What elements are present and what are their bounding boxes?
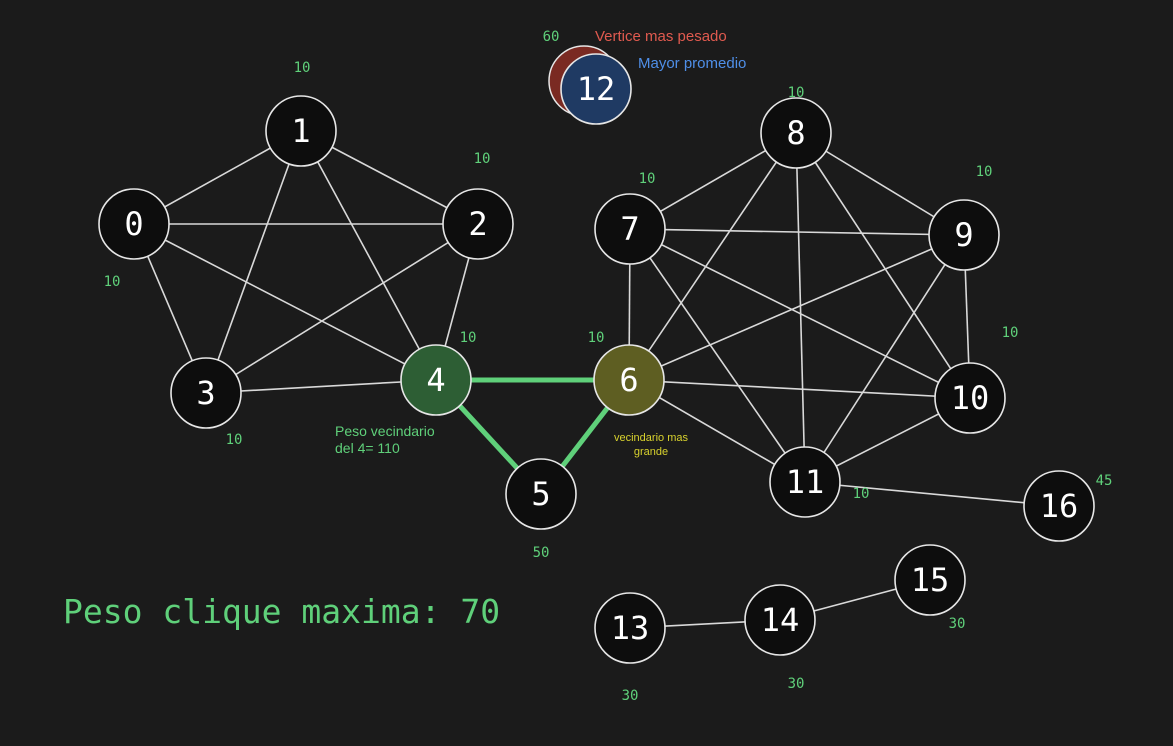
node-weight-3: 10	[226, 432, 243, 448]
node-label-16: 16	[1040, 487, 1079, 525]
heaviest-vertex-annotation: Vertice mas pesado	[595, 28, 727, 45]
edge-6-9	[628, 234, 965, 381]
node-circle-0	[98, 188, 170, 260]
node-circle-15	[894, 544, 966, 616]
node-circle-7	[594, 193, 666, 265]
node-weight-2: 10	[474, 151, 491, 167]
node-weight-4: 10	[460, 330, 477, 346]
node-circle-13	[594, 592, 666, 664]
node-label-7: 7	[620, 210, 639, 248]
edge-8-10	[795, 132, 971, 399]
node-circle-11	[769, 446, 841, 518]
node-label-2: 2	[468, 205, 487, 243]
node-label-11: 11	[786, 463, 825, 501]
node-label-15: 15	[911, 561, 950, 599]
node-6[interactable]: 6	[593, 344, 665, 416]
node-4[interactable]: 4	[400, 344, 472, 416]
node-8[interactable]: 8	[760, 97, 832, 169]
node-1[interactable]: 1	[265, 95, 337, 167]
node-13[interactable]: 13	[594, 592, 666, 664]
edge-7-9	[629, 228, 965, 236]
edge-6-8	[628, 132, 797, 381]
node-weight-5: 50	[533, 545, 550, 561]
node-circle-2	[442, 188, 514, 260]
node-5[interactable]: 5	[505, 458, 577, 530]
node-weight-16: 45	[1096, 473, 1113, 489]
node-weight-8: 10	[788, 85, 805, 101]
node-9[interactable]: 9	[928, 199, 1000, 271]
node-weight-0: 10	[104, 274, 121, 290]
node-15[interactable]: 15	[894, 544, 966, 616]
node-weight-9: 10	[976, 164, 993, 180]
edge-9-11	[804, 234, 965, 483]
node-label-12: 12	[577, 70, 616, 108]
node-weight-11: 10	[853, 486, 870, 502]
node-circle-8	[760, 97, 832, 169]
node-12[interactable]: 12	[560, 53, 632, 125]
node-circle-3	[170, 357, 242, 429]
edge-0-4	[133, 223, 437, 381]
node-circle-9	[928, 199, 1000, 271]
edge-1-3	[205, 130, 302, 394]
node-circle-12	[560, 53, 632, 125]
node-label-5: 5	[531, 475, 550, 513]
node-2[interactable]: 2	[442, 188, 514, 260]
edge-2-3	[205, 223, 479, 394]
node-label-9: 9	[954, 216, 973, 254]
node-weight-13: 30	[622, 688, 639, 704]
edge-7-11	[629, 228, 806, 483]
node-circle-6	[593, 344, 665, 416]
node-label-10: 10	[951, 379, 990, 417]
node-7[interactable]: 7	[594, 193, 666, 265]
node-label-6: 6	[619, 361, 638, 399]
node-circle-5	[505, 458, 577, 530]
node-circle-1	[265, 95, 337, 167]
node-14[interactable]: 14	[744, 584, 816, 656]
edge-11-16	[804, 481, 1060, 507]
node-label-4: 4	[426, 361, 445, 399]
node-weight-10: 10	[1002, 325, 1019, 341]
neighborhood-weight-annotation-line1: Peso vecindario	[335, 423, 435, 439]
node-weight-12: 60	[543, 29, 560, 45]
node-circle-10	[934, 362, 1006, 434]
node-weight-15: 30	[949, 616, 966, 632]
node-10[interactable]: 10	[934, 362, 1006, 434]
node-label-8: 8	[786, 114, 805, 152]
node-label-0: 0	[124, 205, 143, 243]
node-weight-1: 10	[294, 60, 311, 76]
edge-8-11	[795, 132, 806, 483]
node-label-1: 1	[291, 112, 310, 150]
node-circle-4	[400, 344, 472, 416]
max-clique-weight: Peso clique maxima: 70	[63, 592, 500, 631]
node-11[interactable]: 11	[769, 446, 841, 518]
node-weight-6: 10	[588, 330, 605, 346]
node-circle-14	[744, 584, 816, 656]
node-circle-16	[1023, 470, 1095, 542]
highest-average-annotation: Mayor promedio	[638, 55, 746, 72]
node-weight-7: 10	[639, 171, 656, 187]
node-label-3: 3	[196, 374, 215, 412]
largest-neighborhood-annotation-line2: grande	[634, 446, 668, 458]
edge-3-4	[205, 379, 437, 394]
node-weight-14: 30	[788, 676, 805, 692]
node-3[interactable]: 3	[170, 357, 242, 429]
node-label-14: 14	[761, 601, 800, 639]
node-16[interactable]: 16	[1023, 470, 1095, 542]
edge-6-10	[628, 379, 971, 399]
node-0[interactable]: 0	[98, 188, 170, 260]
edge-1-4	[300, 130, 437, 381]
neighborhood-weight-annotation-line2: del 4= 110	[335, 440, 400, 456]
node-label-13: 13	[611, 609, 650, 647]
largest-neighborhood-annotation-line1: vecindario mas	[614, 432, 688, 444]
